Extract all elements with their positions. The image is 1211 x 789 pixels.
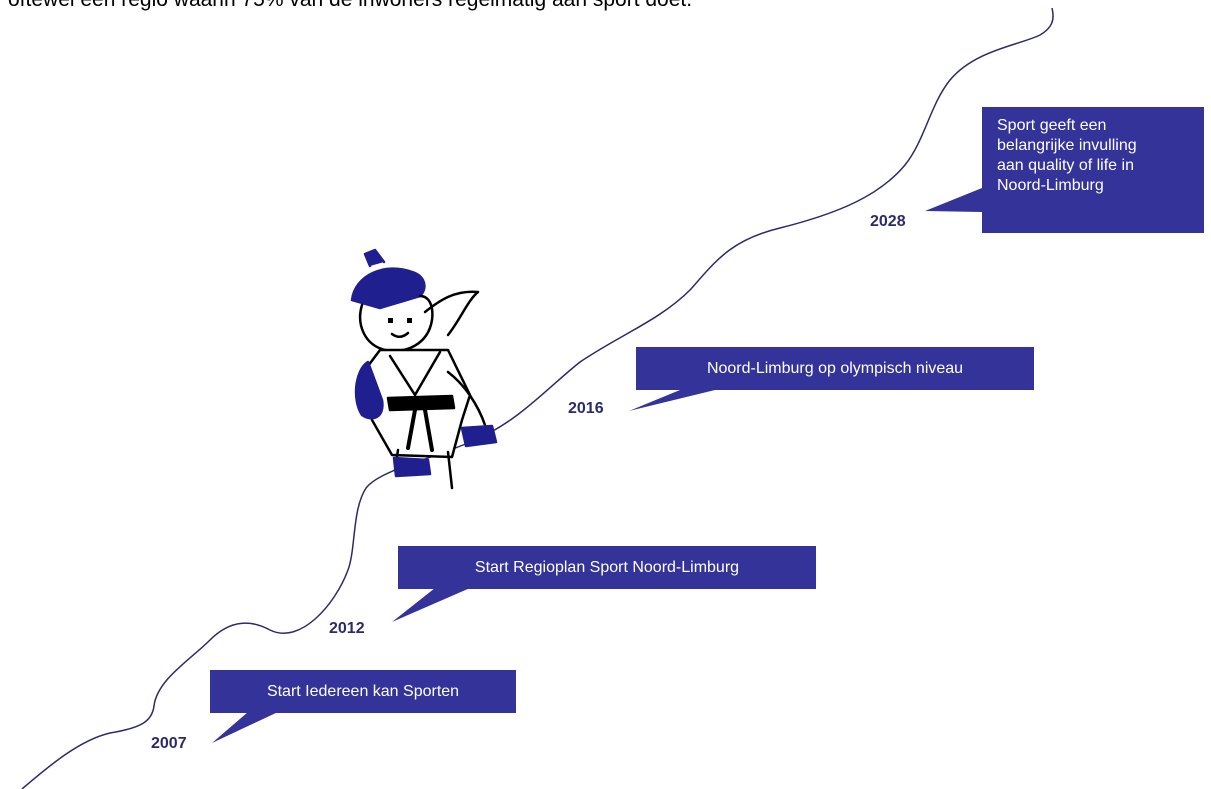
callout-2028-tail	[925, 188, 982, 212]
year-label-2007: 2007	[151, 735, 187, 752]
year-label-2016: 2016	[568, 400, 604, 417]
callout-2016-tail	[629, 390, 715, 411]
callout-2016: Noord-Limburg op olympisch niveau	[636, 347, 1034, 390]
callout-2012: Start Regioplan Sport Noord-Limburg	[398, 546, 816, 589]
judo-mascot-illustration	[350, 248, 498, 490]
callout-2007-tail	[212, 712, 278, 743]
callout-2012-tail	[392, 588, 470, 622]
year-label-2028: 2028	[870, 213, 906, 230]
growth-path	[21, 7, 1054, 789]
callout-2007: Start Iedereen kan Sporten	[210, 670, 516, 713]
intro-text: oftewel een regio waarin 75% van de inwo…	[8, 0, 692, 12]
callout-2028: Sport geeft een belangrijke invulling aa…	[982, 107, 1204, 233]
year-label-2012: 2012	[329, 620, 365, 637]
